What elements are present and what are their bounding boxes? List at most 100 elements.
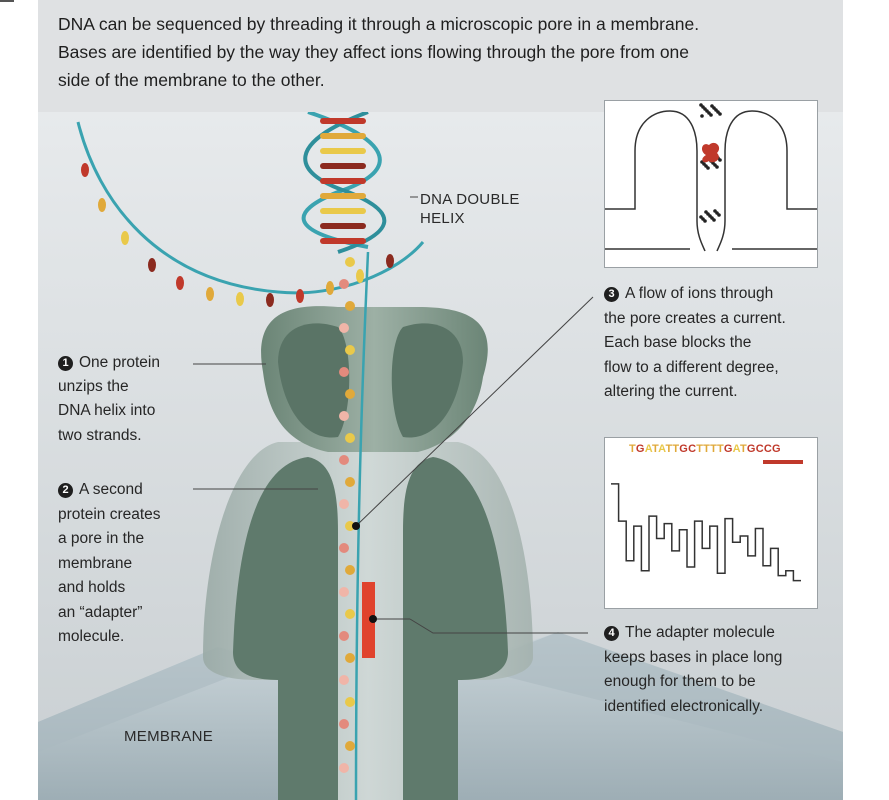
ion xyxy=(709,113,713,117)
helix-base-pair xyxy=(320,163,366,169)
pore-base xyxy=(345,433,355,443)
step-3-line-3: Each base blocks the xyxy=(604,334,752,351)
intro-line-2: Bases are identified by the way they aff… xyxy=(58,42,690,62)
strand-base xyxy=(356,269,364,283)
ion xyxy=(718,112,722,116)
strand-base xyxy=(98,198,106,212)
threaded-strand xyxy=(354,251,370,800)
leader-lines xyxy=(193,196,594,634)
sequence-letter: T xyxy=(652,443,659,455)
helix-caption-line-2: HELIX xyxy=(420,210,465,227)
step-3-line-5: altering the current. xyxy=(604,383,738,400)
blocking-base xyxy=(702,142,720,163)
strand-base xyxy=(386,254,394,268)
pore-base xyxy=(339,455,349,465)
strand-base xyxy=(266,293,274,307)
sequence-letter: T xyxy=(716,443,724,455)
strand-base xyxy=(176,276,184,290)
pore-base xyxy=(339,323,349,333)
strand-base xyxy=(81,163,89,177)
step-3-number: 3 xyxy=(604,287,619,302)
intro-panel: DNA can be sequenced by threading it thr… xyxy=(38,0,843,112)
ion xyxy=(715,165,719,169)
sequence-letter: T xyxy=(672,443,680,455)
step-2-line-4: membrane xyxy=(58,555,133,572)
base-sequence: TGATATTGCTTTTGATGCCG xyxy=(629,443,781,455)
step-2-number: 2 xyxy=(58,483,73,498)
intro-line-3: side of the membrane to the other. xyxy=(58,70,325,90)
sequence-letter: C xyxy=(688,443,697,455)
sequence-letter: A xyxy=(644,443,653,455)
step-4-line-4: identified electronically. xyxy=(604,698,764,715)
current-trace-chart xyxy=(611,460,803,582)
strand-base xyxy=(148,258,156,272)
sequence-letter: T xyxy=(629,443,636,455)
step-3-line-4: flow to a different degree, xyxy=(604,359,779,376)
pore-base xyxy=(339,411,349,421)
sequence-letter: G xyxy=(635,443,645,455)
strand-base xyxy=(326,281,334,295)
pore-base xyxy=(345,257,355,267)
step-1-line-4: two strands. xyxy=(58,427,142,444)
pore-base xyxy=(339,631,349,641)
sequence-letter: C xyxy=(763,443,772,455)
pore-base xyxy=(345,345,355,355)
pore-base xyxy=(339,719,349,729)
pore-base xyxy=(345,653,355,663)
strand-base xyxy=(236,292,244,306)
sequence-letter: G xyxy=(679,443,689,455)
pore-base xyxy=(339,499,349,509)
sequence-letter: C xyxy=(755,443,764,455)
step-2-line-6: an “adapter” xyxy=(58,604,143,621)
step-1-number: 1 xyxy=(58,356,73,371)
ion xyxy=(706,166,710,170)
helix-base-pair xyxy=(320,148,366,154)
double-helix xyxy=(301,112,387,254)
current-marker xyxy=(352,522,360,530)
step-2-line-5: and holds xyxy=(58,579,126,596)
helix-base-pair xyxy=(320,238,366,244)
helix-base-pair xyxy=(320,178,366,184)
sequence-letter: G xyxy=(772,443,781,455)
current-trace-line xyxy=(611,483,801,582)
helix-base-pair xyxy=(320,193,366,199)
pore-cross-section-inset xyxy=(604,100,818,268)
pore-base xyxy=(345,477,355,487)
sequence-letter: T xyxy=(740,443,747,455)
pore-base xyxy=(345,301,355,311)
adapter-marker xyxy=(369,615,377,623)
pore-base xyxy=(339,543,349,553)
sequence-letter: T xyxy=(710,443,717,455)
ion xyxy=(700,114,704,118)
step-2-line-7: molecule. xyxy=(58,628,125,645)
ion xyxy=(703,219,707,223)
pore-bases xyxy=(339,257,355,773)
sequence-letter: G xyxy=(723,443,733,455)
sequence-letter: T xyxy=(665,443,673,455)
sequence-letter: T xyxy=(696,443,704,455)
strand-base xyxy=(206,287,214,301)
step-2-line-3: a pore in the xyxy=(58,530,145,547)
ion xyxy=(718,158,722,162)
pore-base xyxy=(339,279,349,289)
ion xyxy=(712,218,716,222)
pore-base xyxy=(345,521,355,531)
pore-base xyxy=(345,565,355,575)
helix-base-pair xyxy=(320,208,366,214)
pore-base xyxy=(345,389,355,399)
current-trace-inset: TGATATTGCTTTTGATGCCG xyxy=(604,437,818,609)
sequence-letter: T xyxy=(703,443,711,455)
pore-base xyxy=(345,609,355,619)
pore-base xyxy=(339,367,349,377)
strand-bases xyxy=(81,163,394,307)
sequence-letter: A xyxy=(658,443,666,455)
pore-base xyxy=(339,587,349,597)
ion xyxy=(717,213,721,217)
step-1-line-3: DNA helix into xyxy=(58,402,156,419)
step-4-number: 4 xyxy=(604,626,619,641)
helix-base-pair xyxy=(320,133,366,139)
